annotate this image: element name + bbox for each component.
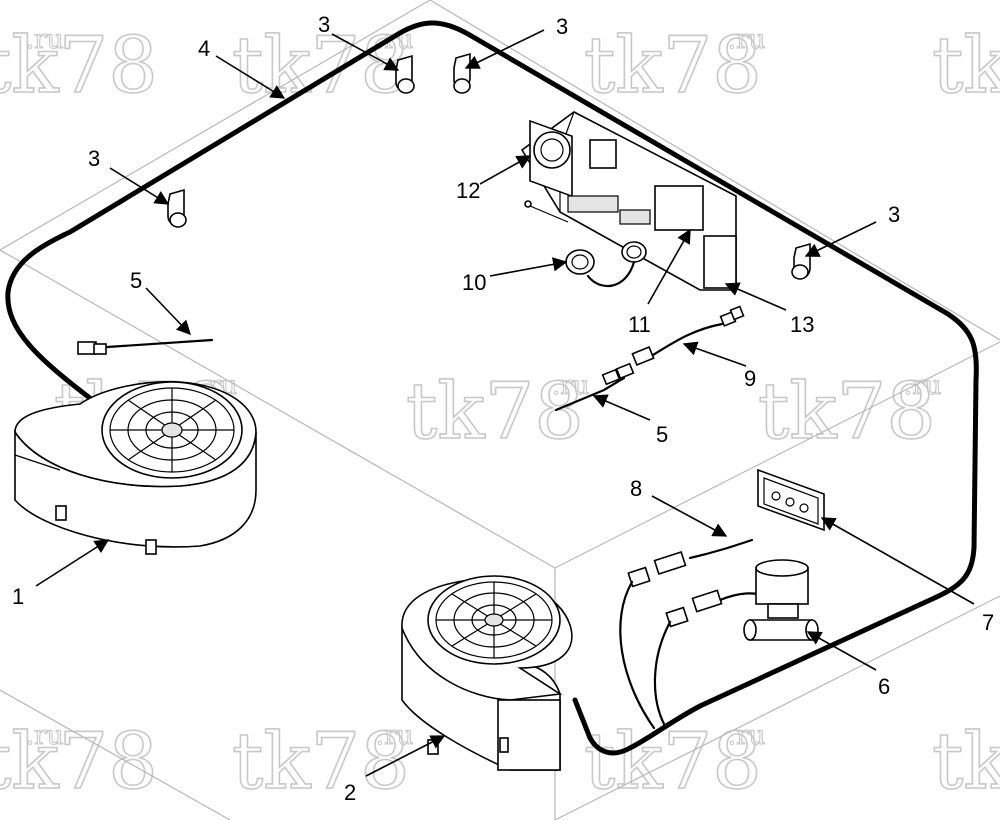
callout-3a: 3 [88, 146, 100, 171]
temperature-sensor-left [77, 338, 214, 355]
callout-3c: 3 [556, 14, 568, 39]
clamp-2 [395, 54, 415, 94]
watermark: tk78.ru [0, 716, 159, 808]
callout-5a: 5 [130, 268, 142, 293]
leader-4 [215, 55, 286, 99]
leader-13 [724, 282, 787, 311]
leader-12 [479, 155, 532, 185]
svg-text:tk78: tk78 [406, 367, 584, 457]
svg-text:tk78: tk78 [0, 21, 158, 111]
leader-3c [464, 29, 545, 69]
svg-text:tk78: tk78 [0, 717, 158, 807]
svg-text:tk78: tk78 [584, 21, 762, 111]
callout-2: 2 [344, 780, 356, 805]
callout-13: 13 [790, 312, 814, 337]
watermark: tk78.ru [405, 366, 590, 458]
leader-5a [145, 287, 191, 336]
callout-12: 12 [456, 178, 480, 203]
clamp-3 [453, 52, 471, 94]
callout-5b: 5 [656, 422, 668, 447]
callout-6: 6 [878, 674, 890, 699]
svg-text:.ru: .ru [728, 721, 765, 751]
callout-8: 8 [630, 476, 642, 501]
clamp-1 [167, 188, 187, 228]
control-board-assembly [520, 111, 737, 291]
svg-text:.ru: .ru [904, 371, 941, 401]
leader-3a [109, 167, 170, 205]
leader-1 [35, 539, 110, 587]
callout-labels: 1 2 3 3 3 3 4 5 5 6 7 8 9 10 11 12 13 [12, 12, 994, 805]
svg-text:tk78: tk78 [932, 717, 1000, 807]
callout-4: 4 [198, 36, 210, 61]
callout-11: 11 [628, 312, 651, 337]
blower-unit-2 [401, 575, 573, 771]
leader-2 [365, 735, 446, 777]
callout-1: 1 [12, 584, 24, 609]
control-panel-7 [757, 468, 825, 532]
sensor-8 [619, 538, 754, 730]
callout-3b: 3 [318, 12, 330, 37]
leader-7 [820, 517, 975, 605]
watermark: tk78.ru [757, 366, 942, 458]
connector-10 [565, 241, 647, 288]
leader-6 [806, 631, 877, 671]
svg-text:tk78: tk78 [584, 717, 762, 807]
svg-text:tk78: tk78 [758, 367, 936, 457]
callout-10: 10 [462, 270, 486, 295]
leader-11 [647, 228, 691, 305]
leader-3b [331, 33, 400, 71]
sensor-harness-9 [554, 305, 745, 412]
main-wire-harness [5, 20, 979, 756]
fan-grille-icon [436, 582, 552, 658]
leader-10 [489, 257, 568, 277]
svg-text:.ru: .ru [26, 25, 63, 55]
leader-9 [682, 341, 747, 367]
leader-5b [592, 394, 651, 421]
clamp-4 [791, 242, 811, 280]
fan-grille-icon [110, 388, 234, 472]
blower-unit-1 [14, 380, 257, 555]
watermark: tk78 [931, 716, 1000, 808]
callout-7: 7 [982, 610, 994, 635]
leader-8 [651, 495, 728, 537]
watermark: tk78.ru [0, 20, 159, 112]
svg-text:tk78: tk78 [932, 21, 1000, 111]
watermark: tk78.ru [583, 716, 766, 808]
svg-text:tk78: tk78 [232, 21, 410, 111]
watermark: tk78.ru [231, 716, 414, 808]
svg-text:.ru: .ru [552, 371, 589, 401]
watermark: tk78.ru [583, 20, 766, 112]
svg-text:tk78: tk78 [232, 717, 410, 807]
watermark: tk78 [931, 20, 1000, 112]
svg-text:.ru: .ru [728, 25, 765, 55]
callout-9: 9 [744, 366, 756, 391]
leader-3d [804, 221, 877, 257]
svg-text:.ru: .ru [376, 721, 413, 751]
callout-3d: 3 [888, 202, 900, 227]
svg-text:.ru: .ru [26, 721, 63, 751]
leader-lines [35, 29, 975, 777]
